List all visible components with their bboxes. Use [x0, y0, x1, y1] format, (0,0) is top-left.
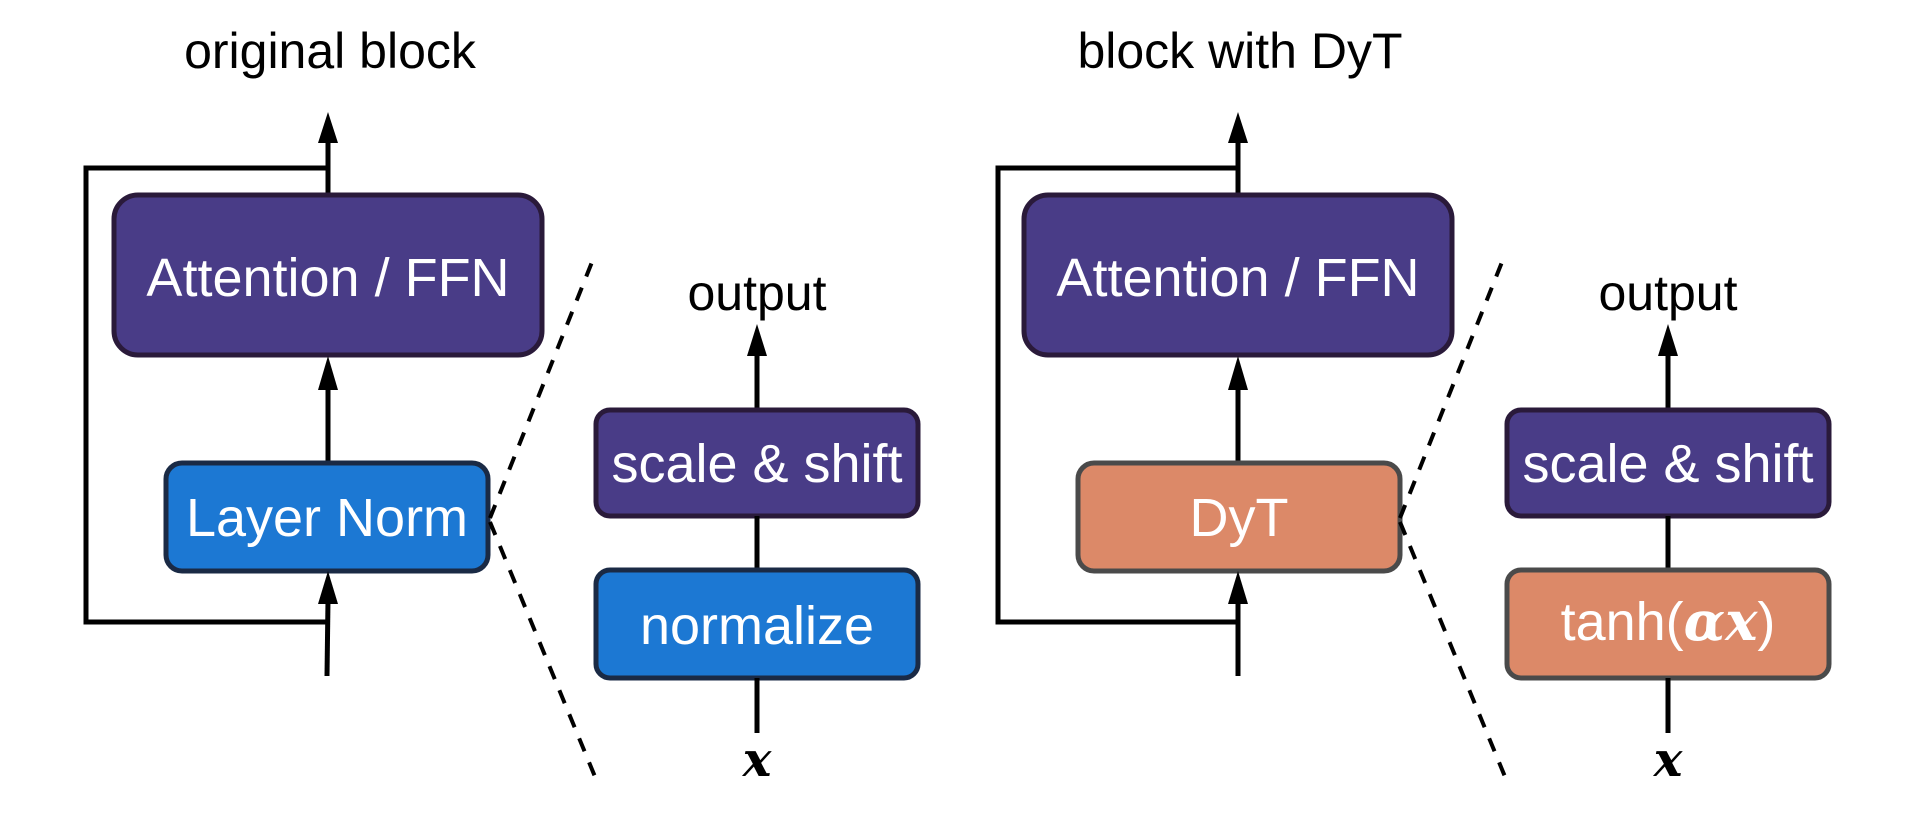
dyt-attention-ffn-label: Attention / FFN: [1056, 248, 1419, 308]
dyt-detail-input-x-label: x: [1653, 732, 1684, 788]
dyt-scale-shift-label: scale & shift: [1522, 434, 1813, 494]
dyt-block-title: block with DyT: [1077, 23, 1402, 79]
scale-shift-label: scale & shift: [611, 434, 902, 494]
dyt-block-panel: block with DyT Attention / FFN DyT outpu…: [995, 23, 1832, 788]
detail-input-x-label: x: [742, 732, 773, 788]
block-input-line: [324, 599, 331, 677]
attention-ffn-box: [111, 192, 545, 358]
residual-connection-line: [83, 165, 328, 625]
tanh-func-text: tanh(: [1561, 592, 1684, 652]
dyt-detail-output-label: output: [1598, 265, 1737, 321]
dyt-block-input-arrowhead: [1228, 571, 1248, 604]
original-block-panel: original block Attention / FFN Layer Nor…: [83, 23, 921, 788]
attention-ffn-label: Attention / FFN: [146, 248, 509, 308]
original-block-title: original block: [184, 23, 477, 79]
dyt-zoom-guide-lower: [1398, 521, 1510, 785]
tanh-label: tanh(αx): [1561, 589, 1776, 653]
dyt-detail-output-arrowhead: [1658, 324, 1678, 356]
block-output-arrowhead: [318, 112, 338, 143]
zoom-guide-lower: [488, 521, 600, 785]
layer-norm-box: [163, 460, 491, 574]
dyt-label: DyT: [1190, 488, 1289, 548]
detail-output-arrowhead: [747, 324, 767, 356]
tanh-arg-text: αx: [1684, 589, 1759, 653]
norm-to-attention-arrowhead: [318, 356, 338, 390]
dyt-attention-ffn-box: [1021, 192, 1455, 358]
normalize-label: normalize: [640, 596, 874, 656]
dyt-to-attention-arrowhead: [1228, 356, 1248, 390]
dyt-residual-connection-line: [995, 165, 1238, 625]
detail-output-label: output: [687, 265, 826, 321]
block-input-arrowhead: [318, 571, 338, 604]
dyt-block-output-arrowhead: [1228, 112, 1248, 143]
dyt-zoom-guide-upper: [1398, 261, 1504, 519]
zoom-guide-upper: [488, 261, 594, 519]
layer-norm-label: Layer Norm: [186, 488, 468, 548]
tanh-close-text: ): [1757, 592, 1775, 652]
